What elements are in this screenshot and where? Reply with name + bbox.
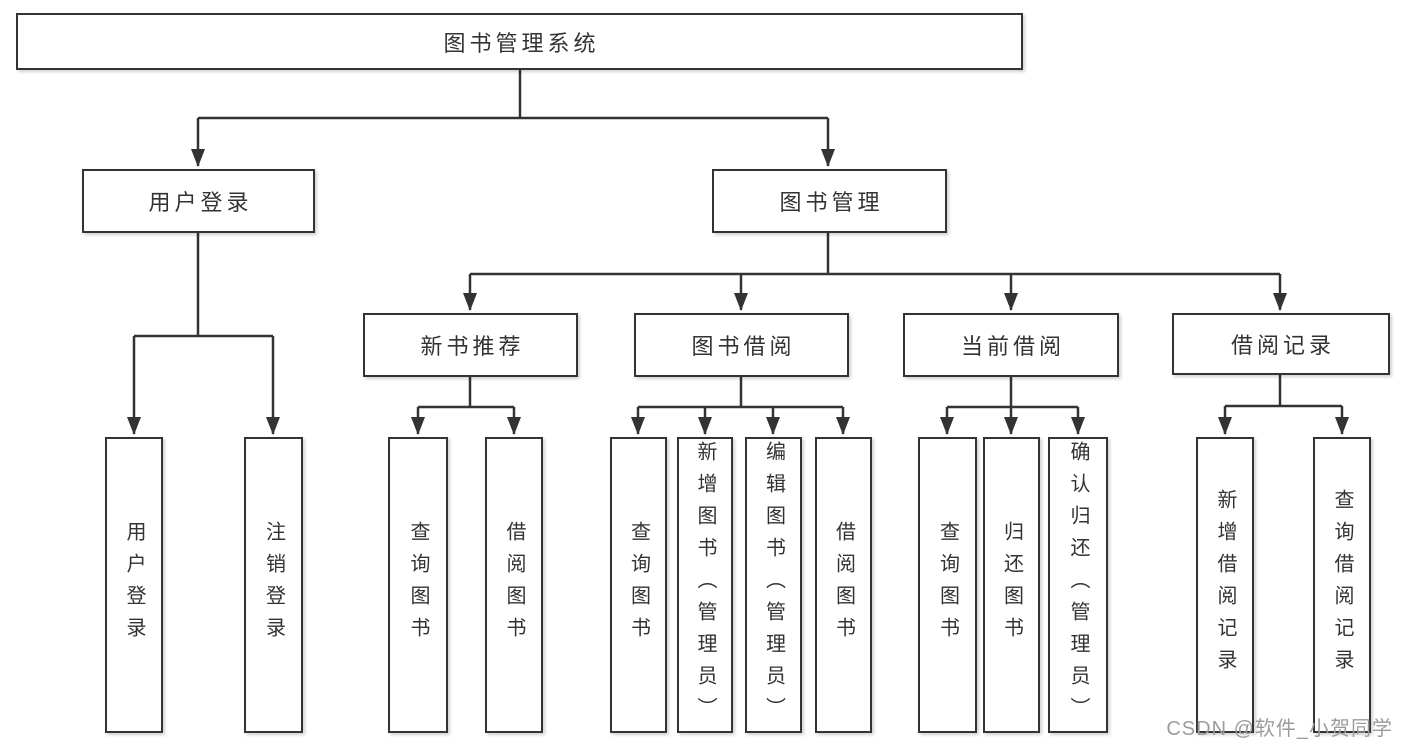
node-book-borrow: 图书借阅 — [634, 313, 849, 377]
leaf-borrow-edit-label: 编辑图书（管理员） — [762, 441, 785, 729]
leaf-new-book-query-label: 查询图书 — [407, 521, 429, 649]
connector-new-book — [418, 377, 514, 409]
leaf-borrow-query: 查询图书 — [610, 437, 667, 733]
node-borrow-record: 借阅记录 — [1172, 313, 1390, 375]
leaf-borrow-query-label: 查询图书 — [627, 521, 650, 649]
leaf-user-login: 用户登录 — [105, 437, 163, 733]
csdn-watermark: CSDN @软件_小贺同学 — [1166, 718, 1393, 740]
leaf-record-add-label: 新增借阅记录 — [1214, 489, 1236, 681]
leaf-borrow-add-label: 新增图书（管理员） — [694, 441, 716, 729]
leaf-current-query-label: 查询图书 — [936, 521, 959, 649]
leaf-user-login-label: 用户登录 — [123, 521, 145, 649]
leaf-new-book-borrow: 借阅图书 — [485, 437, 543, 733]
node-current-borrow: 当前借阅 — [903, 313, 1119, 377]
leaf-new-book-query: 查询图书 — [388, 437, 448, 733]
leaf-record-query: 查询借阅记录 — [1313, 437, 1371, 733]
leaf-logout-label: 注销登录 — [262, 521, 285, 649]
leaf-borrow-edit: 编辑图书（管理员） — [745, 437, 802, 733]
connector-book-borrow — [638, 377, 843, 409]
node-borrow-record-label: 借阅记录 — [1230, 333, 1335, 358]
leaf-current-return: 归还图书 — [983, 437, 1040, 733]
leaf-logout: 注销登录 — [244, 437, 303, 733]
connector-user-login — [134, 233, 273, 338]
leaf-new-book-borrow-label: 借阅图书 — [503, 521, 525, 649]
node-current-borrow-label: 当前借阅 — [960, 334, 1065, 359]
leaf-current-confirm: 确认归还（管理员） — [1048, 437, 1108, 733]
leaf-current-return-label: 归还图书 — [1000, 521, 1023, 649]
leaf-record-add: 新增借阅记录 — [1196, 437, 1254, 733]
leaf-record-query-label: 查询借阅记录 — [1331, 489, 1353, 681]
connector-borrow-record — [1225, 375, 1342, 408]
node-new-book-label: 新书推荐 — [420, 334, 525, 359]
connector-current-borrow — [947, 377, 1078, 409]
leaf-borrow-add: 新增图书（管理员） — [677, 437, 733, 733]
node-root: 图书管理系统 — [16, 13, 1023, 70]
connector-book-mgmt — [470, 233, 1280, 276]
leaf-current-query: 查询图书 — [918, 437, 977, 733]
node-book-borrow-label: 图书借阅 — [691, 334, 796, 359]
node-root-label: 图书管理系统 — [443, 30, 600, 56]
node-new-book: 新书推荐 — [363, 313, 578, 377]
leaf-borrow-borrow-label: 借阅图书 — [832, 521, 855, 649]
node-book-mgmt: 图书管理 — [712, 169, 947, 233]
node-book-mgmt-label: 图书管理 — [779, 190, 884, 215]
leaf-borrow-borrow: 借阅图书 — [815, 437, 872, 733]
connector-root — [198, 69, 828, 120]
node-user-login: 用户登录 — [82, 169, 315, 233]
leaf-current-confirm-label: 确认归还（管理员） — [1067, 441, 1089, 729]
node-user-login-label: 用户登录 — [148, 190, 253, 215]
